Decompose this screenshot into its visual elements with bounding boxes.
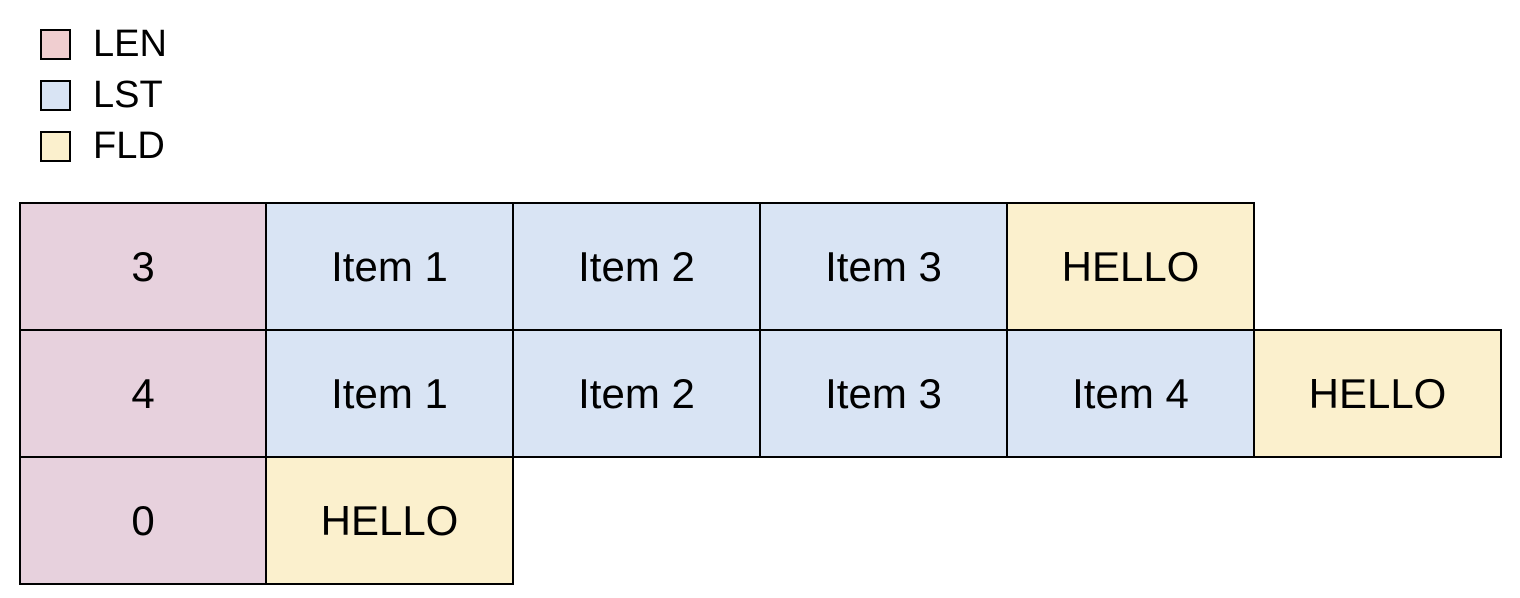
legend-label-fld: FLD bbox=[93, 125, 165, 167]
legend-item-lst: LST bbox=[40, 74, 167, 116]
list-item-cell: Item 3 bbox=[759, 202, 1008, 331]
field-cell: HELLO bbox=[265, 456, 514, 585]
legend-item-fld: FLD bbox=[40, 125, 167, 167]
list-item-cell: Item 1 bbox=[265, 329, 514, 458]
list-item-cell: Item 1 bbox=[265, 202, 514, 331]
table-row: 0 HELLO bbox=[19, 456, 1502, 585]
list-item-cell: Item 3 bbox=[759, 329, 1008, 458]
list-item-cell: Item 4 bbox=[1006, 329, 1255, 458]
len-color-swatch bbox=[40, 29, 71, 60]
legend-label-len: LEN bbox=[93, 23, 167, 65]
field-cell: HELLO bbox=[1253, 329, 1502, 458]
len-cell: 4 bbox=[19, 329, 267, 458]
table-row: 4 Item 1 Item 2 Item 3 Item 4 HELLO bbox=[19, 329, 1502, 458]
fld-color-swatch bbox=[40, 131, 71, 162]
legend-label-lst: LST bbox=[93, 74, 163, 116]
legend: LEN LST FLD bbox=[40, 23, 167, 167]
list-item-cell: Item 2 bbox=[512, 329, 761, 458]
len-cell: 0 bbox=[19, 456, 267, 585]
list-item-cell: Item 2 bbox=[512, 202, 761, 331]
len-cell: 3 bbox=[19, 202, 267, 331]
table-row: 3 Item 1 Item 2 Item 3 HELLO bbox=[19, 202, 1502, 331]
record-table: 3 Item 1 Item 2 Item 3 HELLO 4 Item 1 It… bbox=[19, 202, 1502, 585]
legend-item-len: LEN bbox=[40, 23, 167, 65]
field-cell: HELLO bbox=[1006, 202, 1255, 331]
lst-color-swatch bbox=[40, 80, 71, 111]
